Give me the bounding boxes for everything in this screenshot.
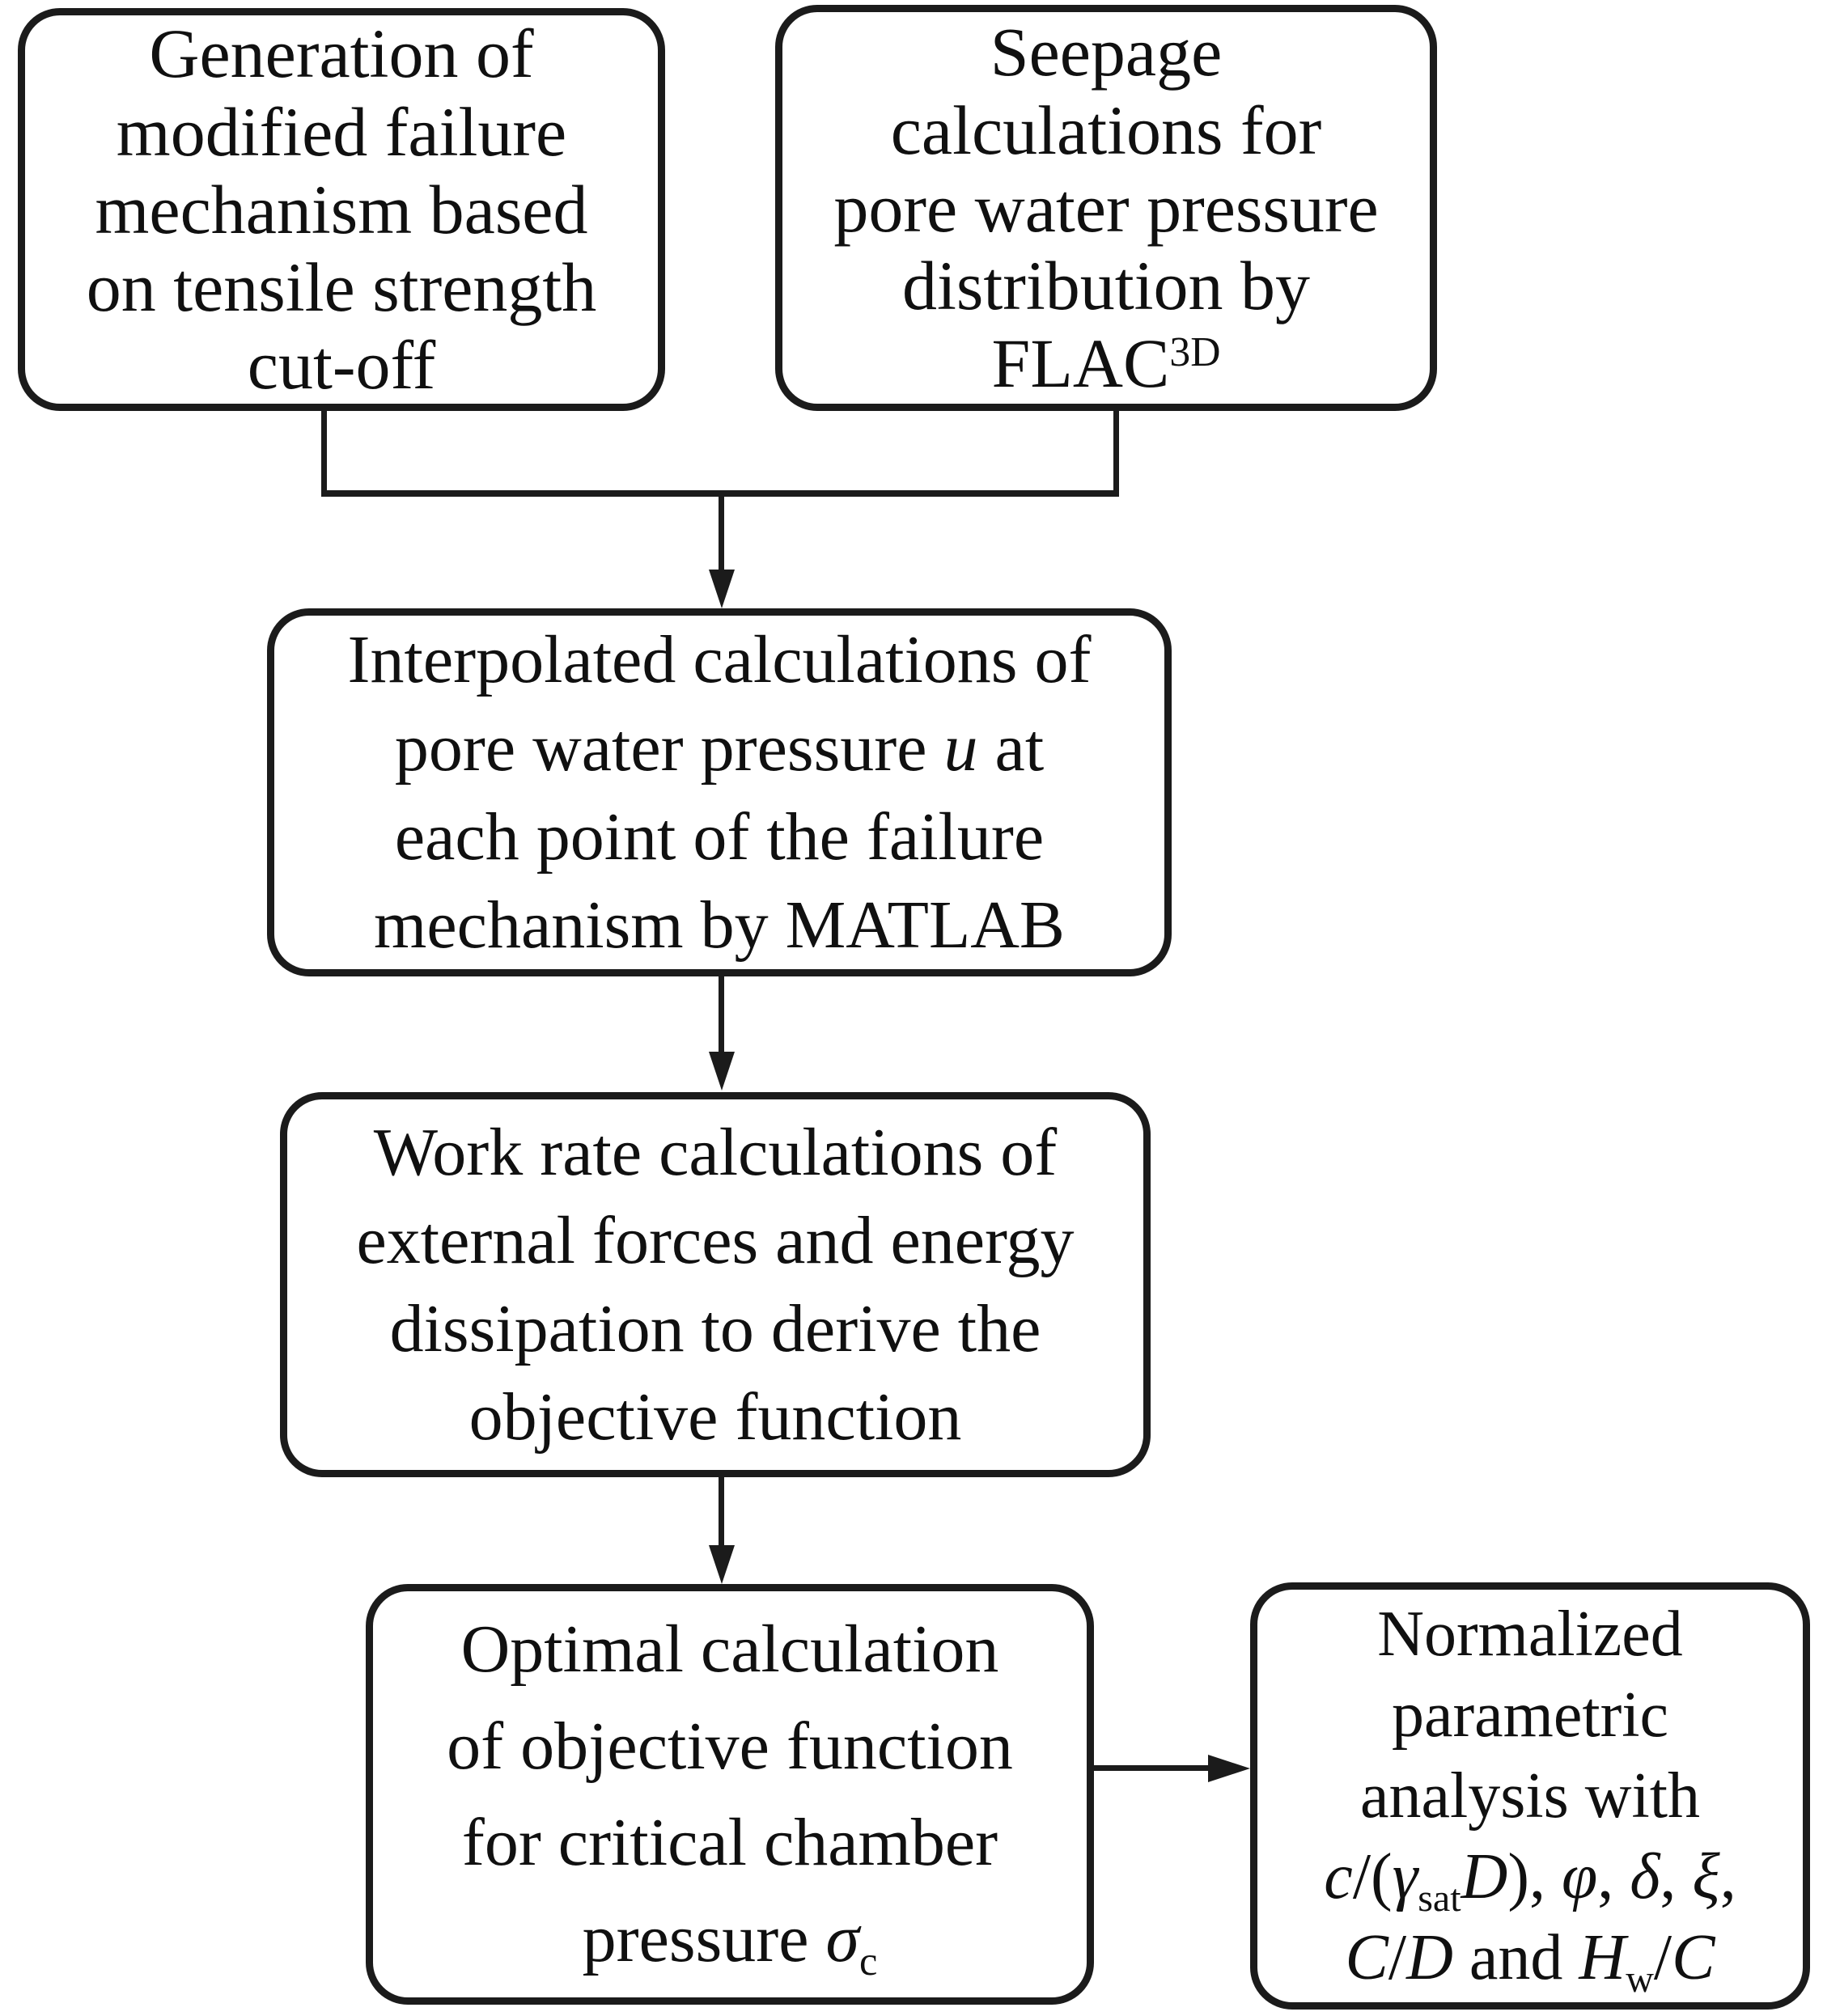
- connector-horizontal-merge: [321, 490, 1119, 497]
- variable-c: c: [1324, 1841, 1353, 1912]
- text-line: C/D and Hw/C: [1345, 1917, 1715, 2001]
- box-optimal-calculation: Optimal calculation of objective functio…: [366, 1584, 1094, 2005]
- arrow-to-parametric-head: [1208, 1755, 1250, 1782]
- variable-gamma: γ: [1392, 1841, 1418, 1912]
- arrow-to-interpolated-head: [709, 570, 735, 608]
- variable-d-upper: D: [1406, 1922, 1453, 1993]
- text-line: distribution by: [901, 247, 1311, 325]
- text-line: pore water pressure u at: [395, 704, 1044, 792]
- text-segment: and: [1452, 1922, 1579, 1993]
- variable-h: H: [1579, 1922, 1626, 1993]
- box-generation-failure-mechanism: Generation of modified failure mechanism…: [18, 8, 665, 411]
- text-segment: /: [1653, 1922, 1672, 1993]
- connector-vertical-from-seepage: [1113, 407, 1119, 496]
- box-parametric-analysis: Normalized parametric analysis with c/(γ…: [1250, 1582, 1810, 2010]
- text-segment: ,: [1719, 1841, 1736, 1912]
- text-line: Work rate calculations of: [373, 1114, 1058, 1190]
- software-name: FLAC: [991, 324, 1170, 403]
- text-line: analysis with: [1360, 1760, 1700, 1832]
- text-line: on tensile strength: [86, 248, 597, 327]
- variable-xi: ξ: [1692, 1841, 1720, 1912]
- text-line: calculations for: [890, 91, 1322, 169]
- subscript-sat: sat: [1418, 1876, 1461, 1920]
- variable-u: u: [943, 710, 978, 786]
- text-line: mechanism by MATLAB: [374, 887, 1065, 963]
- text-segment: pore water pressure: [394, 710, 944, 786]
- variable-c-upper2: C: [1672, 1922, 1715, 1993]
- text-segment: /(: [1352, 1841, 1393, 1912]
- text-segment: ),: [1507, 1841, 1562, 1912]
- box-seepage-calculations: Seepage calculations for pore water pres…: [775, 5, 1437, 411]
- text-line: mechanism based: [95, 170, 588, 248]
- text-line: FLAC3D: [992, 324, 1221, 402]
- text-line: for critical chamber: [461, 1805, 998, 1880]
- box-interpolated-calculations: Interpolated calculations of pore water …: [267, 608, 1172, 976]
- text-line: objective function: [468, 1379, 962, 1455]
- variable-delta: δ: [1630, 1841, 1660, 1912]
- arrow-to-optimal-shaft: [719, 1474, 724, 1548]
- text-line: external forces and energy: [356, 1202, 1075, 1278]
- box-work-rate-calculations: Work rate calculations of external force…: [280, 1092, 1151, 1477]
- text-line: Normalized: [1377, 1599, 1683, 1670]
- text-line: cut-off: [247, 326, 436, 404]
- text-segment: /: [1388, 1922, 1407, 1993]
- text-line: each point of the failure: [394, 798, 1045, 875]
- connector-vertical-from-generation: [321, 407, 327, 496]
- text-line: parametric: [1392, 1679, 1668, 1751]
- text-line: pressure σc: [583, 1891, 878, 1987]
- arrow-to-optimal-head: [709, 1545, 735, 1584]
- text-line: modified failure: [116, 92, 567, 171]
- text-line: Seepage: [990, 13, 1223, 91]
- text-segment: ,: [1660, 1841, 1693, 1912]
- text-segment: pressure: [582, 1901, 826, 1977]
- text-line: pore water pressure: [833, 168, 1379, 247]
- subscript-w: w: [1626, 1957, 1654, 2001]
- text-segment: at: [977, 710, 1045, 786]
- variable-d: D: [1461, 1841, 1508, 1912]
- subscript-c: c: [859, 1938, 878, 1984]
- text-line: Generation of: [149, 15, 534, 93]
- text-segment: ,: [1597, 1841, 1630, 1912]
- text-line: Optimal calculation: [460, 1612, 999, 1688]
- text-line: of objective function: [447, 1708, 1013, 1784]
- variable-phi: φ: [1561, 1841, 1598, 1912]
- text-line: c/(γsatD), φ, δ, ξ,: [1324, 1836, 1736, 1920]
- arrow-to-parametric-shaft: [1091, 1765, 1210, 1771]
- text-line: dissipation to derive the: [389, 1291, 1041, 1366]
- arrow-to-work-rate-shaft: [719, 973, 724, 1054]
- text-line: Interpolated calculations of: [347, 622, 1092, 698]
- arrow-to-work-rate-head: [709, 1052, 735, 1091]
- variable-sigma: σ: [825, 1901, 859, 1977]
- arrow-to-interpolated-shaft: [719, 495, 724, 572]
- variable-c-upper: C: [1345, 1922, 1388, 1993]
- superscript-3d: 3D: [1169, 328, 1221, 375]
